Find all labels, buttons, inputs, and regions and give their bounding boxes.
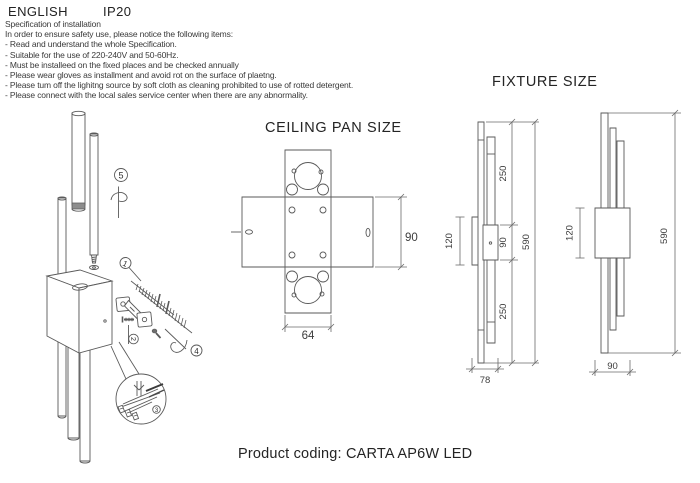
spec-item: - Please connect with the local sales se… bbox=[5, 90, 308, 101]
svg-text:90: 90 bbox=[607, 361, 618, 372]
svg-text:120: 120 bbox=[565, 225, 576, 241]
spec-intro: In order to ensure safety use, please no… bbox=[5, 29, 233, 40]
spec-item: - Please tum off the lighitng source by … bbox=[5, 80, 354, 91]
wiring-detail: 3 bbox=[111, 342, 166, 424]
dim-ceiling-width: 64 bbox=[282, 315, 334, 342]
callout-5: 5 bbox=[111, 169, 128, 219]
spec-item: - Must be installeed on the fixed places… bbox=[5, 59, 239, 70]
svg-text:5: 5 bbox=[118, 171, 123, 181]
svg-text:90: 90 bbox=[498, 237, 509, 248]
screw-diagonal-icon bbox=[152, 329, 160, 338]
ceiling-pan-drawing: 90 64 bbox=[230, 140, 418, 342]
svg-text:90: 90 bbox=[405, 232, 418, 244]
svg-text:64: 64 bbox=[302, 330, 315, 342]
dim-ceiling-height: 90 bbox=[375, 194, 418, 270]
svg-text:120: 120 bbox=[444, 233, 455, 249]
dim-side-segments: 250 90 250 590 bbox=[484, 119, 539, 366]
mount-box bbox=[47, 270, 112, 353]
callout-4: 4 bbox=[165, 329, 202, 356]
ceiling-pan-title: CEILING PAN SIZE bbox=[265, 120, 402, 136]
product-coding: Product coding: CARTA AP6W LED bbox=[238, 446, 473, 462]
installation-drawing: 5 1 bbox=[30, 103, 235, 483]
spec-item: - Please wear gloves as installment and … bbox=[5, 70, 277, 81]
svg-text:3: 3 bbox=[155, 408, 159, 414]
light-tube-thin bbox=[90, 133, 99, 270]
fixture-side-view bbox=[472, 122, 498, 363]
dim-side-depth: 78 bbox=[466, 358, 504, 386]
svg-text:250: 250 bbox=[498, 166, 509, 182]
dim-front-width: 90 bbox=[589, 360, 636, 376]
screw-horizontal-icon bbox=[123, 317, 135, 323]
ip-rating-label: IP20 bbox=[103, 4, 132, 19]
dim-side-plate: 120 bbox=[444, 217, 465, 265]
callout-1: 1 bbox=[120, 258, 141, 282]
specification-block: Specification of installation In order t… bbox=[5, 19, 353, 101]
callout-3: 3 bbox=[153, 406, 161, 414]
svg-text:250: 250 bbox=[498, 304, 509, 320]
light-tube-left-upper bbox=[58, 197, 66, 277]
ceiling-pan-plates bbox=[242, 150, 373, 313]
terminal-blocks bbox=[118, 405, 138, 420]
light-tube-large bbox=[72, 111, 85, 211]
fixture-front-view bbox=[595, 113, 630, 353]
spec-item: - Read and understand the whole Specific… bbox=[5, 39, 177, 50]
fixture-size-title: FIXTURE SIZE bbox=[492, 74, 598, 90]
fixture-size-drawing: 120 250 90 250 590 78 bbox=[444, 100, 695, 386]
language-label: ENGLISH bbox=[8, 4, 68, 19]
svg-text:590: 590 bbox=[659, 228, 670, 244]
callout-2: 2 bbox=[129, 325, 139, 344]
spec-item: - Suitable for the use of 220-240V and 5… bbox=[5, 49, 179, 60]
svg-text:4: 4 bbox=[194, 347, 199, 356]
wall-hatching bbox=[131, 281, 192, 333]
svg-text:1: 1 bbox=[121, 259, 129, 269]
svg-text:2: 2 bbox=[129, 337, 136, 341]
svg-text:590: 590 bbox=[521, 234, 532, 250]
svg-text:78: 78 bbox=[480, 375, 491, 386]
ceiling-pan-holes bbox=[231, 163, 370, 304]
mounting-bracket bbox=[116, 297, 152, 327]
spec-title: Specification of installation bbox=[5, 19, 101, 29]
dim-front-total: 590 bbox=[608, 110, 681, 356]
dim-front-plate: 120 bbox=[565, 208, 585, 258]
